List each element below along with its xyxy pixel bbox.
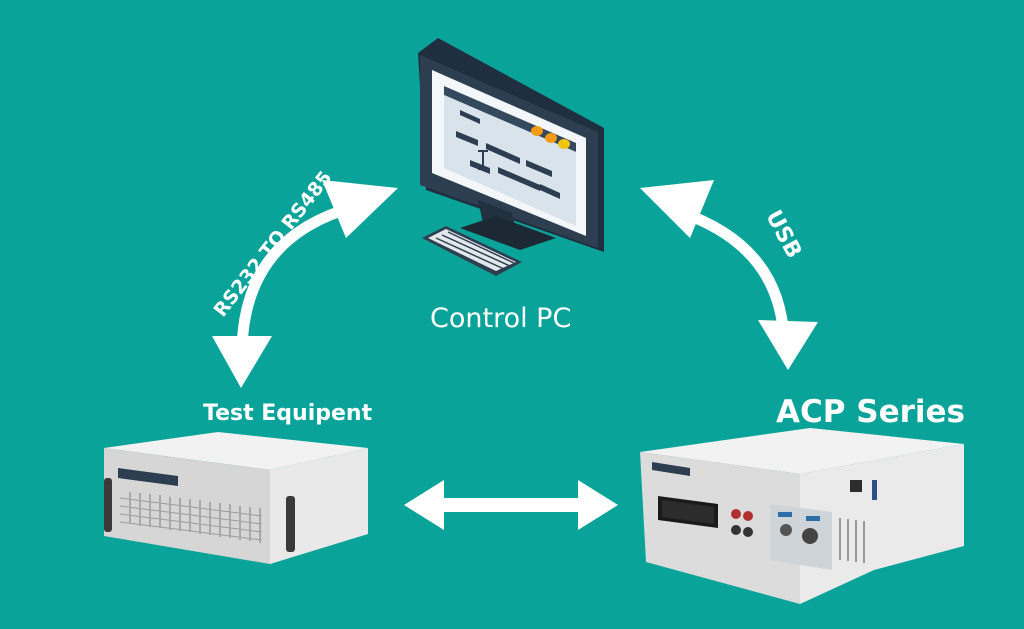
acp-series-label: ACP Series	[776, 394, 965, 430]
arrowhead-acp-side	[758, 320, 818, 370]
arrowhead-pc-side	[322, 180, 398, 238]
arrowhead-test-side	[212, 336, 272, 388]
arrowhead-pc-right	[640, 180, 714, 238]
arrow-test-acp	[404, 480, 618, 530]
test-equipment-label: Test Equipent	[203, 401, 373, 426]
arrow-pc-acp	[674, 206, 790, 346]
control-pc-label: Control PC	[430, 303, 572, 334]
test-equipment-icon	[104, 432, 368, 564]
arrow-pc-test	[236, 206, 344, 356]
acp-series-icon	[640, 428, 964, 604]
control-pc-icon	[418, 38, 604, 276]
